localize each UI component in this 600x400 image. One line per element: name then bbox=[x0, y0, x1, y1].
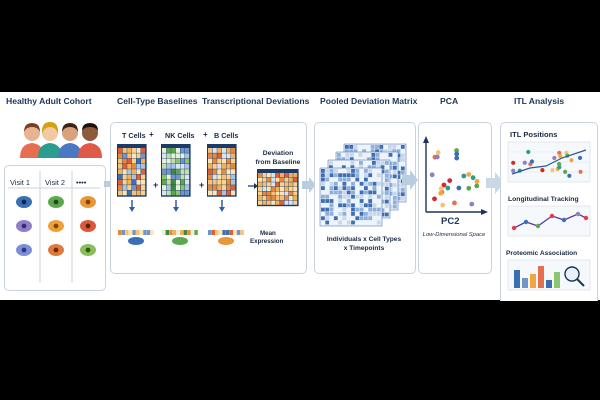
pooled-layer-4 bbox=[319, 167, 383, 227]
proteomic-bar bbox=[554, 272, 560, 288]
visit-cells-grid bbox=[8, 171, 100, 283]
t-cells-heatmap bbox=[117, 144, 147, 197]
pooled-matrix-stack bbox=[319, 143, 407, 227]
visit-2-label: Visit 2 bbox=[45, 178, 65, 187]
person-4-icon bbox=[78, 123, 102, 158]
pooled-caption-line2: x Timepoints bbox=[343, 245, 385, 252]
deviation-label-line1: Deviation bbox=[262, 150, 294, 157]
tracking-point bbox=[583, 215, 589, 221]
nk-cells-label: NK Cells bbox=[165, 131, 195, 140]
header-cohort: Healthy Adult Cohort bbox=[6, 96, 92, 106]
pca-scatter-plot bbox=[423, 136, 488, 215]
t-cells-label: T Cells bbox=[122, 131, 146, 140]
plus-4-label: + bbox=[199, 180, 205, 190]
proteomic-bar bbox=[522, 278, 528, 288]
workflow-diagram: Healthy Adult Cohort Cell-Type Baselines… bbox=[0, 92, 600, 301]
deviation-heatmap bbox=[257, 169, 299, 207]
proteomic-association-chart bbox=[507, 259, 591, 291]
nk-cells-heatmap bbox=[161, 144, 191, 197]
mean-bar-t bbox=[118, 230, 154, 245]
proteomic-bar bbox=[538, 266, 544, 288]
flow-arrow-3 bbox=[402, 170, 418, 190]
mean-label-line1: Mean bbox=[260, 230, 276, 237]
pca-points bbox=[429, 148, 480, 208]
proteomic-bar bbox=[514, 270, 520, 288]
arrow-down-nk bbox=[173, 200, 179, 212]
pca-panel bbox=[418, 122, 492, 274]
proteomic-bar bbox=[530, 274, 536, 288]
mean-bar-nk bbox=[162, 230, 198, 245]
header-itl: ITL Analysis bbox=[514, 96, 565, 106]
tracking-point bbox=[561, 217, 567, 223]
top-letterbox bbox=[0, 0, 600, 92]
longitudinal-tracking-chart bbox=[507, 205, 591, 237]
pca-axis-label: PC2 bbox=[441, 216, 460, 227]
longitudinal-tracking-label: Longitudinal Tracking bbox=[508, 196, 579, 203]
b-cells-heatmap bbox=[207, 144, 237, 197]
baseline-heatmaps bbox=[117, 144, 299, 245]
bottom-letterbox bbox=[0, 300, 600, 400]
itl-points bbox=[511, 149, 583, 178]
plus-1-label: + bbox=[149, 130, 154, 139]
people-icons bbox=[20, 122, 102, 158]
plus-3-label: + bbox=[153, 180, 159, 190]
tracking-point bbox=[575, 211, 581, 217]
itl-trend-line bbox=[511, 149, 587, 175]
mean-label-line2: Expression bbox=[250, 238, 284, 245]
proteomic-bar bbox=[546, 280, 552, 288]
proteomic-association-label: Proteomic Association bbox=[506, 250, 578, 257]
pooled-caption-line1: Individuals x Cell Types bbox=[326, 236, 402, 243]
tracking-point bbox=[523, 219, 529, 225]
tracking-point bbox=[535, 223, 541, 229]
header-pooled: Pooled Deviation Matrix bbox=[320, 96, 418, 106]
flow-arrow-4 bbox=[486, 172, 504, 194]
arrow-down-b bbox=[219, 200, 225, 212]
person-1-icon bbox=[20, 123, 44, 158]
tracking-point bbox=[549, 213, 555, 219]
header-baselines: Cell-Type Baselines bbox=[117, 96, 198, 106]
visit-1-label: Visit 1 bbox=[10, 178, 30, 187]
plus-2-label: + bbox=[203, 130, 208, 139]
pca-caption: Low-Dimensional Space bbox=[422, 232, 486, 238]
cell-icons bbox=[16, 196, 96, 256]
flow-arrow-2 bbox=[302, 177, 316, 193]
arrow-to-deviation bbox=[248, 183, 258, 189]
visit-more-label: •••• bbox=[76, 178, 87, 187]
person-2-icon bbox=[38, 122, 62, 158]
b-cells-label: B Cells bbox=[214, 131, 239, 140]
person-3-icon bbox=[58, 123, 82, 158]
arrow-down-t bbox=[129, 200, 135, 212]
header-deviations: Transcriptional Deviations bbox=[202, 96, 310, 106]
magnifier-icon bbox=[564, 266, 585, 287]
pca-axes bbox=[423, 136, 488, 215]
itl-positions-label: ITL Positions bbox=[510, 130, 558, 139]
tracking-point bbox=[511, 225, 517, 231]
mean-bar-b bbox=[208, 230, 244, 245]
itl-positions-chart bbox=[507, 141, 591, 183]
deviation-label-line2: from Baseline bbox=[255, 159, 301, 166]
header-pca: PCA bbox=[440, 96, 459, 106]
